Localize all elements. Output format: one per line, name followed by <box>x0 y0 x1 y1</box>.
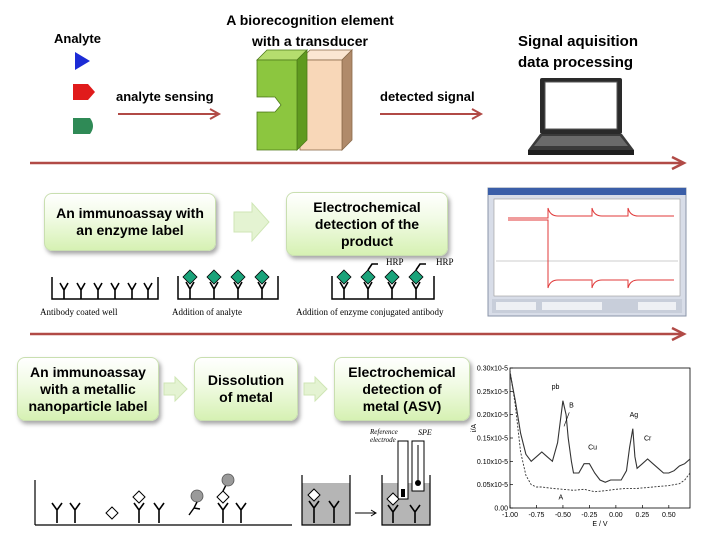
box-metallic-line2: with a metallic <box>40 380 136 397</box>
annotation-Cu: Cu <box>588 445 597 452</box>
signal-software-screenshot <box>487 187 687 317</box>
box-enzyme-line2: an enzyme label <box>76 222 184 238</box>
annotation-pb: pb <box>552 384 560 391</box>
red-pentagon-analyte <box>73 84 95 100</box>
x-tick-label: -1.00 <box>502 512 518 519</box>
nanoparticle-assay-sequence <box>34 440 431 526</box>
box-dissolution: Dissolution of metal <box>194 357 298 421</box>
x-tick-label: 0.00 <box>609 512 623 519</box>
box-asv-line1: Electrochemical <box>348 363 456 380</box>
hrp-label-1: HRP <box>386 257 404 267</box>
caption-addition-of-analyte: Addition of analyte <box>172 307 242 317</box>
box-electrochemical-product: Electrochemical detection of the product <box>286 192 448 256</box>
box-electro-line1: Electrochemical <box>313 198 421 215</box>
x-axis-label: E / V <box>592 521 608 528</box>
y-tick-label: 0.30x10-5 <box>477 366 508 373</box>
caption-antibody-coated-well: Antibody coated well <box>40 307 118 317</box>
laptop-icon <box>528 78 634 155</box>
box-metallic-line1: An immunoassay <box>30 363 146 380</box>
caption-addition-of-enzyme: Addition of enzyme conjugated antibody <box>296 307 444 317</box>
y-tick-label: 0.05x10-5 <box>477 482 508 489</box>
analyte-sensing-label: analyte sensing <box>116 89 214 104</box>
biorecognition-label-line2: with a transducer <box>252 33 368 49</box>
green-tab-analyte <box>73 118 93 134</box>
x-tick-label: -0.50 <box>555 512 571 519</box>
y-tick-label: 0.00 <box>494 506 508 513</box>
x-tick-label: 0.25 <box>636 512 650 519</box>
well-with-enzyme-antibody <box>331 263 435 300</box>
blue-triangle-analyte <box>75 52 90 70</box>
x-tick-label: -0.25 <box>581 512 597 519</box>
detected-signal-label: detected signal <box>380 89 475 104</box>
well-with-analyte <box>177 269 279 300</box>
x-tick-label: 0.50 <box>662 512 676 519</box>
annotation-Cr: Cr <box>644 435 652 442</box>
y-tick-label: 0.25x10-5 <box>477 389 508 396</box>
reference-electrode-line1: Reference <box>370 428 398 436</box>
annotation-A: A <box>558 495 563 502</box>
box-metallic-immunoassay: An immunoassay with a metallic nanoparti… <box>17 357 159 421</box>
block-arrow-bottom-1 <box>163 375 188 403</box>
box-asv-detection: Electrochemical detection of metal (ASV) <box>334 357 470 421</box>
analyte-label: Analyte <box>54 31 101 46</box>
analyte-shapes <box>73 52 95 134</box>
reference-electrode-line2: electrode <box>370 436 396 444</box>
annotation-Ag: Ag <box>630 412 639 419</box>
box-electro-line3: product <box>340 232 394 249</box>
y-axis-label: i/A <box>471 424 478 433</box>
box-enzyme-immunoassay: An immunoassay with an enzyme label <box>44 193 216 251</box>
hrp-label-2: HRP <box>436 257 454 267</box>
box-metallic-line3: nanoparticle label <box>28 397 148 414</box>
block-arrow-middle <box>233 201 270 243</box>
box-asv-line2: detection of <box>362 380 442 397</box>
arrow-analyte-sensing <box>118 108 222 120</box>
box-asv-line3: metal (ASV) <box>362 397 442 414</box>
asv-voltammogram-chart: -1.00 -0.75 -0.50 -0.25 0.00 0.25 0.50 0.00 0.05… <box>471 366 691 528</box>
transducer-blocks <box>256 49 353 151</box>
y-tick-label: 0.15x10-5 <box>477 436 508 443</box>
antibody-coated-well <box>51 277 159 300</box>
biorecognition-label-line1: A biorecognition element <box>226 12 394 28</box>
y-tick-label: 0.10x10-5 <box>477 459 508 466</box>
block-arrow-bottom-2 <box>303 375 328 403</box>
box-dissolution-line1: Dissolution <box>207 372 285 388</box>
series-line-B <box>509 372 691 483</box>
x-tick-label: -0.75 <box>528 512 544 519</box>
box-dissolution-line2: of metal <box>219 389 273 405</box>
signal-label-line2: data processing <box>518 54 634 71</box>
signal-label-line1: Signal aquisition <box>518 33 639 50</box>
arrow-divider-2 <box>30 326 687 342</box>
spe-label: SPE <box>418 428 432 437</box>
series-line-A <box>509 370 691 493</box>
box-enzyme-line1: An immunoassay with <box>56 205 204 221</box>
arrow-divider-1 <box>30 155 687 171</box>
annotation-B: B <box>569 403 574 410</box>
annotation-pointer-B <box>563 412 570 427</box>
box-electro-line2: detection of the <box>314 215 420 232</box>
y-tick-label: 0.20x10-5 <box>477 412 508 419</box>
arrow-detected-signal <box>380 108 484 120</box>
